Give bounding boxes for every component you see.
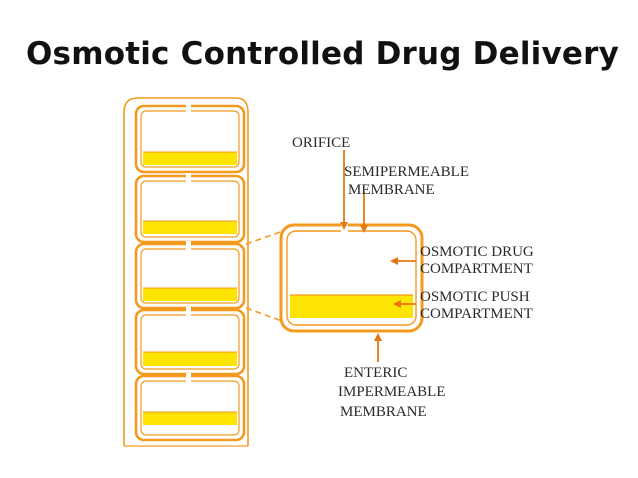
label-semipermeable-line1: SEMIPERMEABLE bbox=[344, 164, 469, 180]
label-push-line2: COMPARTMENT bbox=[420, 306, 533, 322]
stack-tablet-3 bbox=[134, 242, 246, 310]
label-drug-line1: OSMOTIC DRUG bbox=[420, 244, 534, 260]
stack-orifice-notches bbox=[186, 103, 191, 383]
label-arrows bbox=[340, 150, 416, 362]
label-semipermeable-line2: MEMBRANE bbox=[348, 182, 435, 198]
label-drug-line2: COMPARTMENT bbox=[420, 261, 533, 277]
label-enteric-line3: MEMBRANE bbox=[340, 404, 427, 420]
tablet-stack bbox=[123, 97, 249, 447]
enlarged-tablet bbox=[279, 221, 424, 333]
stack-tablet-1 bbox=[134, 104, 246, 174]
semipermeable-membrane bbox=[286, 230, 417, 326]
zoom-guide-lower bbox=[245, 307, 291, 325]
osmotic-push-layer bbox=[290, 295, 413, 318]
label-enteric-line1: ENTERIC bbox=[344, 365, 407, 381]
slide-title: Osmotic Controlled Drug Delivery bbox=[26, 36, 620, 72]
label-orifice: ORIFICE bbox=[292, 135, 350, 151]
stack-tablet-4 bbox=[134, 308, 246, 376]
tube-outline bbox=[123, 97, 249, 446]
stack-tablet-5 bbox=[134, 374, 246, 442]
stack-tablet-2 bbox=[134, 174, 246, 244]
label-enteric-line2: IMPERMEABLE bbox=[338, 384, 446, 400]
label-push-line1: OSMOTIC PUSH bbox=[420, 289, 530, 305]
